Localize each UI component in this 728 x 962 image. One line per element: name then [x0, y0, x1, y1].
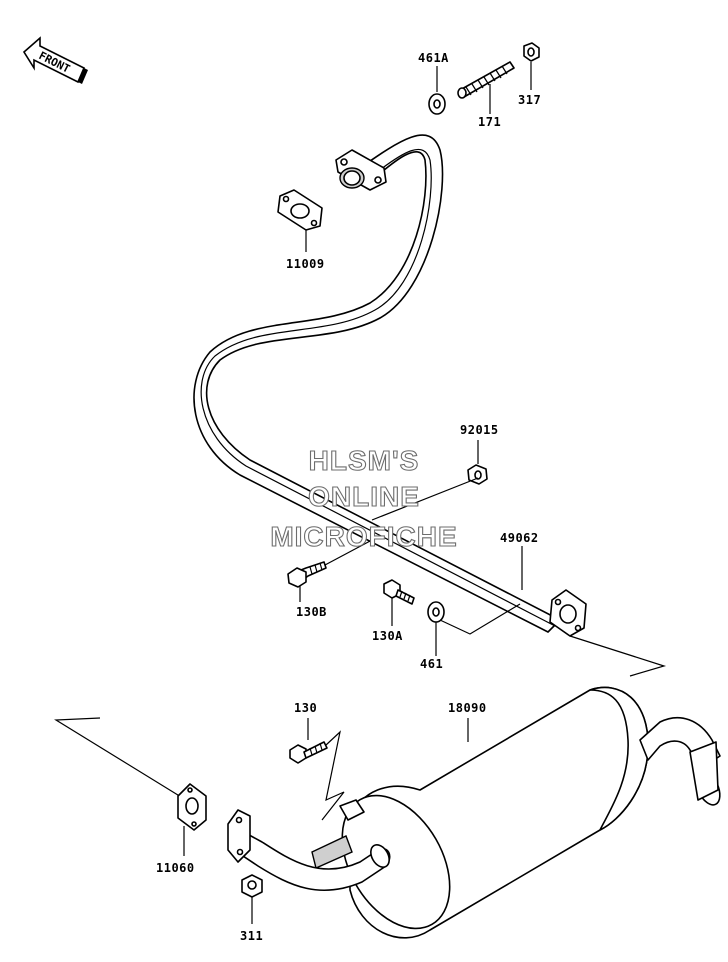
- nut-311: [241, 874, 263, 898]
- gasket-11060: [177, 783, 207, 831]
- label-11009: 11009: [286, 257, 325, 271]
- front-arrow-icon: FRONT: [22, 36, 88, 84]
- washer-461: [427, 601, 445, 623]
- label-461a: 461A: [418, 51, 449, 65]
- watermark-line1: HLSM'S: [309, 445, 420, 476]
- muffler-18090: [311, 686, 721, 939]
- label-11060: 11060: [156, 861, 195, 875]
- label-461: 461: [420, 657, 443, 671]
- nut-317: [523, 42, 540, 62]
- inlet-flange: [227, 809, 251, 863]
- watermark-line2: ONLINE: [308, 481, 420, 512]
- label-92015: 92015: [460, 423, 499, 437]
- nut-92015: [467, 464, 488, 485]
- label-130: 130: [294, 701, 317, 715]
- label-49062: 49062: [500, 531, 539, 545]
- washer-461a: [428, 93, 446, 115]
- bolt-130: [289, 741, 328, 764]
- bolt-130b: [287, 561, 327, 588]
- label-130b: 130B: [296, 605, 327, 619]
- watermark: HLSM'S ONLINE MICROFICHE: [270, 444, 457, 552]
- label-317: 317: [518, 93, 541, 107]
- label-171: 171: [478, 115, 501, 129]
- stud-171: [457, 61, 515, 99]
- pipe-flange-rear: [549, 589, 587, 637]
- watermark-line3: MICROFICHE: [270, 521, 457, 552]
- gasket-11009: [277, 189, 323, 231]
- label-18090: 18090: [448, 701, 487, 715]
- pipe-flange-top: [335, 149, 387, 191]
- label-311: 311: [240, 929, 263, 943]
- muffler-inlet-pipe: [233, 829, 391, 891]
- exhaust-pipe-49062: [193, 134, 561, 633]
- label-130a: 130A: [372, 629, 403, 643]
- bolt-130a: [383, 579, 415, 605]
